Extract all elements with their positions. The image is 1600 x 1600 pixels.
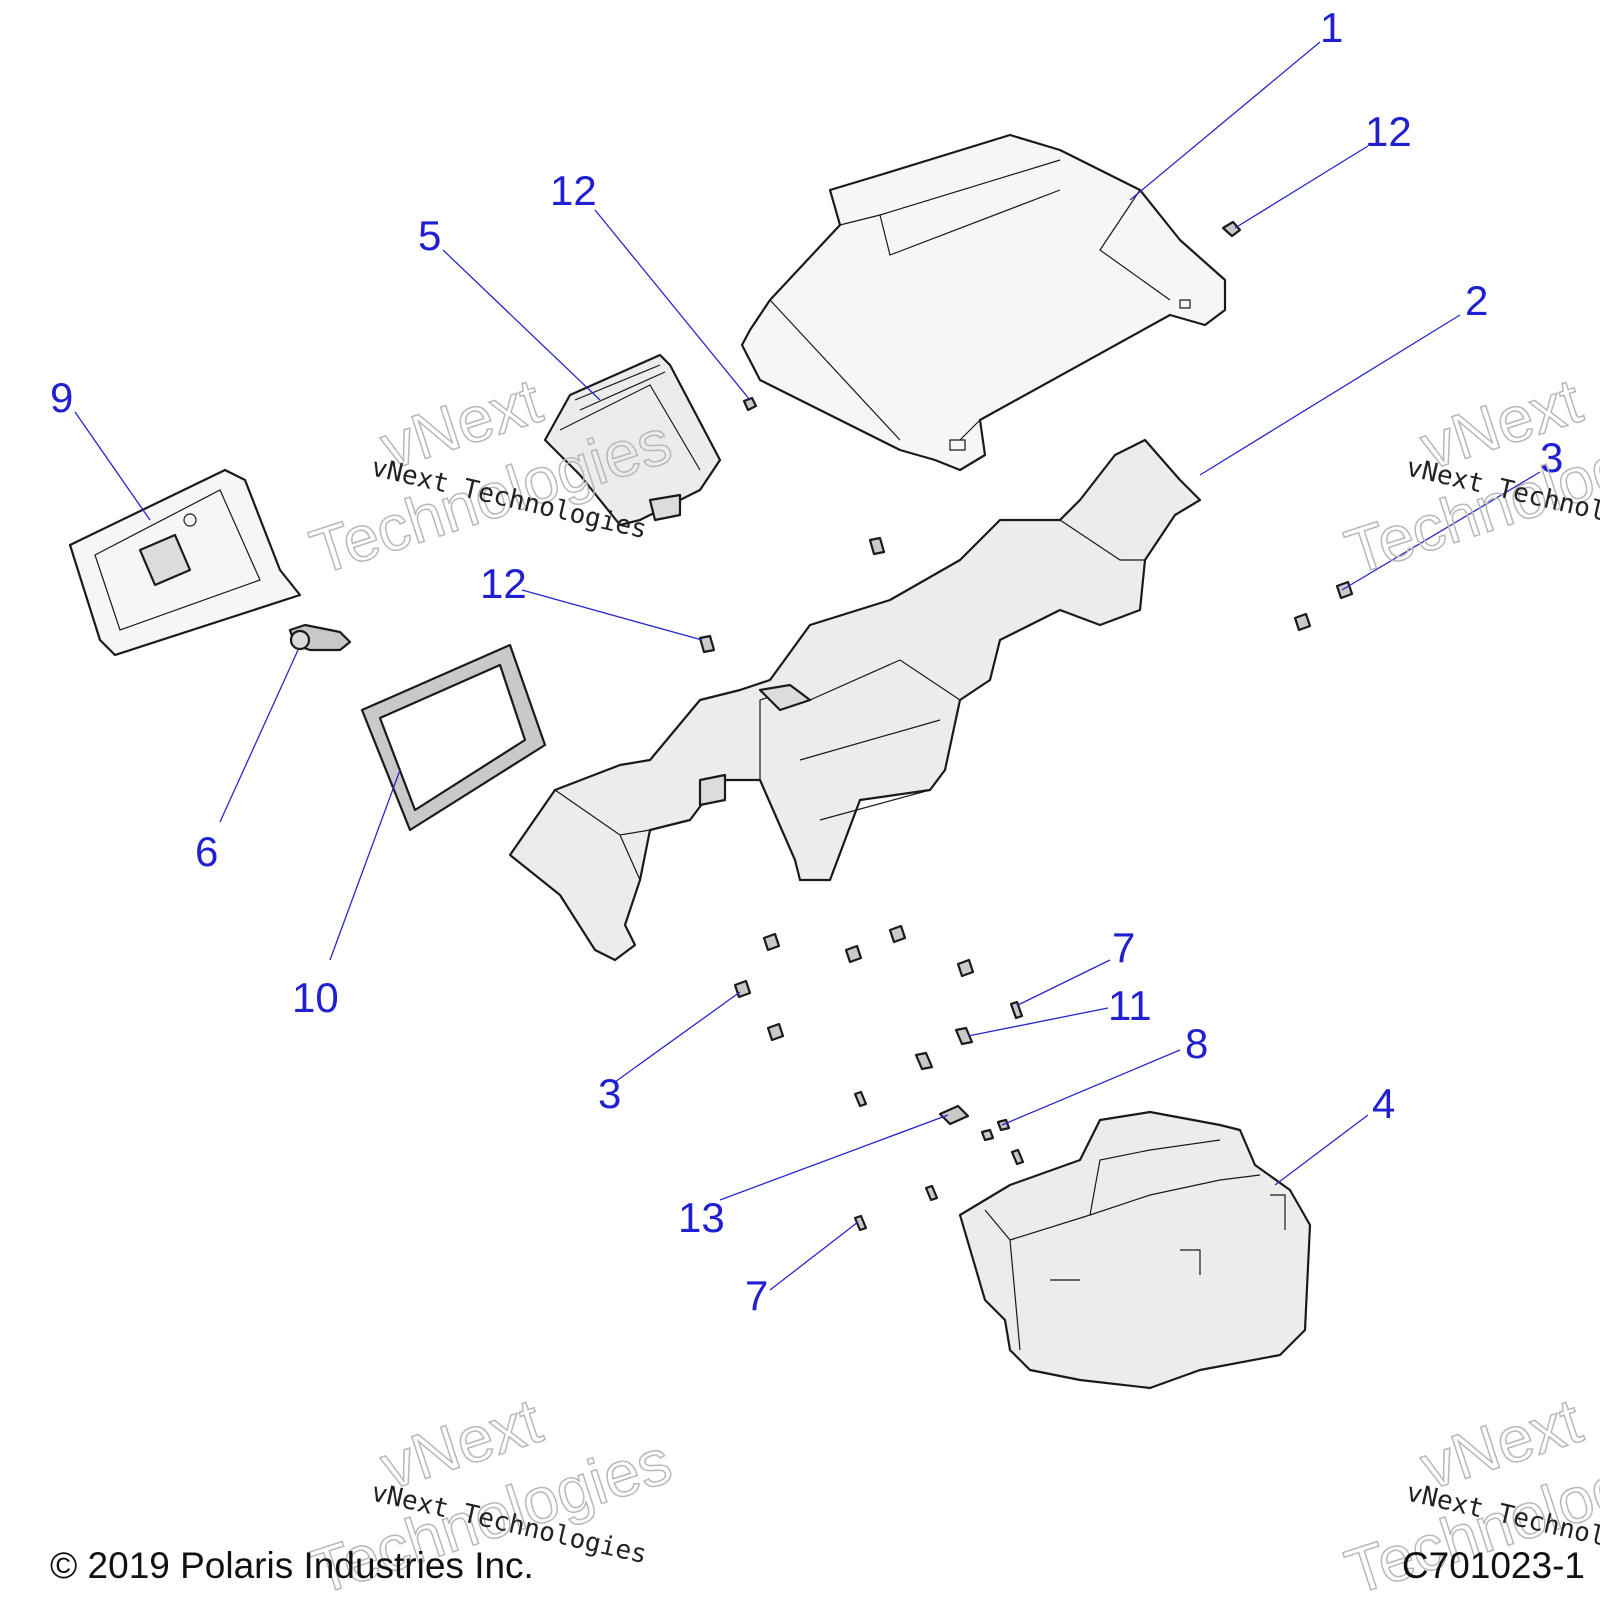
leader-12-mid (521, 589, 703, 641)
leader-7-lower (769, 1221, 859, 1291)
clip-c (888, 924, 907, 944)
leader-2 (1199, 314, 1461, 476)
clip-d (956, 958, 975, 978)
pin-mid (853, 1090, 868, 1108)
part-1-top-cover (740, 133, 1227, 472)
leader-lines (74, 41, 1541, 1291)
callout-12-top-right: 12 (1365, 108, 1412, 155)
screw-8b (980, 1128, 995, 1142)
leader-3-lower (614, 991, 741, 1083)
clip-a (762, 932, 781, 952)
screw-upper-mid (868, 536, 886, 556)
callout-3-right: 3 (1540, 434, 1563, 481)
clip-3-right (1335, 580, 1354, 600)
copyright-notice: © 2019 Polaris Industries Inc. (50, 1545, 534, 1586)
leader-12-top-right (1234, 145, 1369, 229)
pin-7-upper (1009, 1000, 1024, 1020)
figure-id: C701023-1 (1402, 1545, 1585, 1586)
leader-11 (967, 1007, 1109, 1037)
part-5-tray (543, 353, 722, 527)
callout-3-lower: 3 (598, 1070, 621, 1117)
part-10-gasket (360, 643, 547, 832)
callout-11: 11 (1108, 982, 1152, 1029)
leader-13 (719, 1114, 949, 1201)
callout-7-upper: 7 (1112, 924, 1135, 971)
part-6-latch (288, 623, 352, 652)
leader-4 (1274, 1114, 1369, 1186)
leader-9 (74, 411, 151, 521)
pin-box-1 (1010, 1148, 1025, 1166)
bracket-13 (938, 1104, 970, 1126)
callout-6: 6 (195, 828, 218, 875)
pin-box-2 (924, 1184, 939, 1202)
callout-5: 5 (418, 212, 441, 259)
clip-right-2 (1293, 612, 1312, 632)
watermarks: vNext Technologies vNext Technologies vN… (301, 363, 1600, 1600)
callout-1: 1 (1320, 4, 1343, 51)
leader-10 (329, 769, 401, 961)
part-9-panel (68, 468, 302, 657)
callout-2: 2 (1465, 277, 1488, 324)
leader-12-top (594, 209, 751, 401)
callout-10: 10 (292, 974, 339, 1021)
leader-5 (442, 249, 601, 401)
callout-13: 13 (678, 1194, 725, 1241)
callouts: 1 12 2 3 12 5 9 12 6 10 7 11 3 8 4 13 7 (50, 4, 1563, 1319)
leader-1 (1129, 41, 1321, 201)
screw-12-top-right (1221, 220, 1242, 238)
part-2-dash (508, 438, 1202, 962)
leader-3-right (1341, 471, 1541, 591)
callout-8: 8 (1185, 1020, 1208, 1067)
fasteners (698, 220, 1354, 1232)
leader-7-upper (1017, 959, 1111, 1006)
screw-12-mid (698, 634, 716, 654)
bolt-11 (954, 1026, 974, 1046)
callout-7-lower: 7 (745, 1272, 768, 1319)
callout-12-mid: 12 (480, 560, 527, 607)
pin-7-lower (853, 1214, 868, 1232)
clip-b (844, 944, 863, 964)
leader-8 (1001, 1049, 1181, 1126)
callout-9: 9 (50, 374, 73, 421)
bolt-mid (914, 1051, 934, 1071)
part-4-storage-box (958, 1110, 1312, 1390)
leader-6 (219, 649, 299, 823)
clip-e (766, 1022, 785, 1042)
callout-12-top: 12 (550, 167, 597, 214)
callout-4: 4 (1372, 1080, 1395, 1127)
